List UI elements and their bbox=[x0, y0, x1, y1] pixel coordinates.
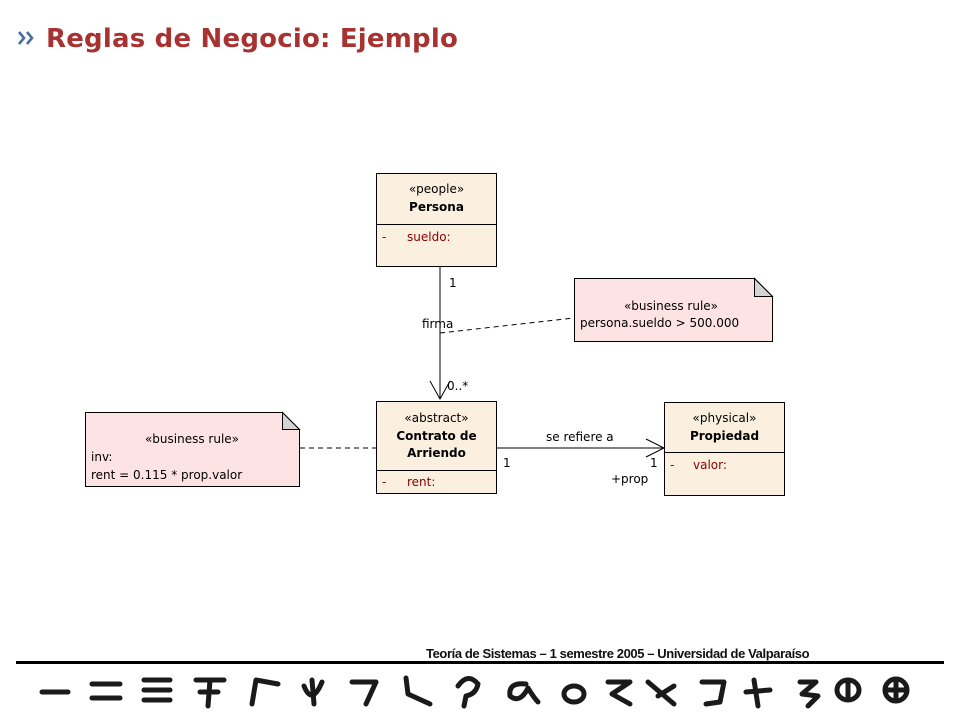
footer-divider bbox=[16, 661, 944, 664]
class-contrato-attribute: rent: bbox=[407, 475, 435, 489]
class-persona-stereotype: «people» bbox=[409, 182, 464, 196]
note-rent-stereotype: «business rule» bbox=[145, 432, 239, 446]
association-firma-mult-top: 1 bbox=[449, 276, 457, 290]
note-persona-link bbox=[439, 317, 575, 334]
note-sueldo-stereotype: «business rule» bbox=[624, 299, 718, 313]
association-refiere-label: se refiere a bbox=[546, 430, 614, 444]
note-sueldo-rule: persona.sueldo > 500.000 bbox=[580, 316, 739, 330]
note-business-rule-sueldo[interactable]: «business rule» persona.sueldo > 500.000 bbox=[574, 277, 774, 342]
class-contrato-de-arriendo[interactable]: «abstract» Contrato de Arriendo - rent: bbox=[376, 401, 497, 494]
uml-class-diagram: firma 1 0..* se refiere a 1 1 +prop «peo… bbox=[85, 173, 785, 496]
class-persona-attribute: sueldo: bbox=[407, 230, 451, 244]
class-persona-name: Persona bbox=[409, 200, 464, 214]
class-propiedad[interactable]: «physical» Propiedad - valor: bbox=[664, 402, 785, 496]
class-contrato-stereotype: «abstract» bbox=[404, 411, 468, 425]
class-propiedad-attribute: valor: bbox=[693, 458, 727, 472]
association-firma-mult-bottom: 0..* bbox=[447, 379, 468, 393]
footer-text: Teoría de Sistemas – 1 semestre 2005 – U… bbox=[426, 646, 810, 661]
note-rent-line1: inv: bbox=[91, 450, 112, 464]
note-business-rule-rent[interactable]: «business rule» inv: rent = 0.115 * prop… bbox=[85, 411, 301, 487]
bullet-chevrons-icon bbox=[18, 31, 34, 45]
note-rent-line2: rent = 0.115 * prop.valor bbox=[91, 468, 242, 482]
class-persona[interactable]: «people» Persona - sueldo: bbox=[376, 173, 497, 267]
class-contrato-name-line1: Contrato de bbox=[396, 429, 476, 443]
class-contrato-name-line2: Arriendo bbox=[407, 446, 466, 460]
association-refiere-role: +prop bbox=[611, 472, 648, 486]
slide-title: Reglas de Negocio: Ejemplo bbox=[46, 24, 459, 54]
glyph-strip-decoration bbox=[39, 675, 910, 709]
association-refiere-mult-left: 1 bbox=[503, 456, 511, 470]
association-firma-arrowhead bbox=[429, 380, 451, 401]
class-propiedad-name: Propiedad bbox=[690, 429, 759, 443]
class-contrato-visibility: - bbox=[382, 475, 386, 489]
class-propiedad-visibility: - bbox=[670, 458, 674, 472]
association-firma-label: firma bbox=[422, 317, 453, 331]
association-refiere-mult-right: 1 bbox=[650, 456, 658, 470]
class-propiedad-stereotype: «physical» bbox=[693, 411, 757, 425]
class-persona-visibility: - bbox=[382, 230, 386, 244]
